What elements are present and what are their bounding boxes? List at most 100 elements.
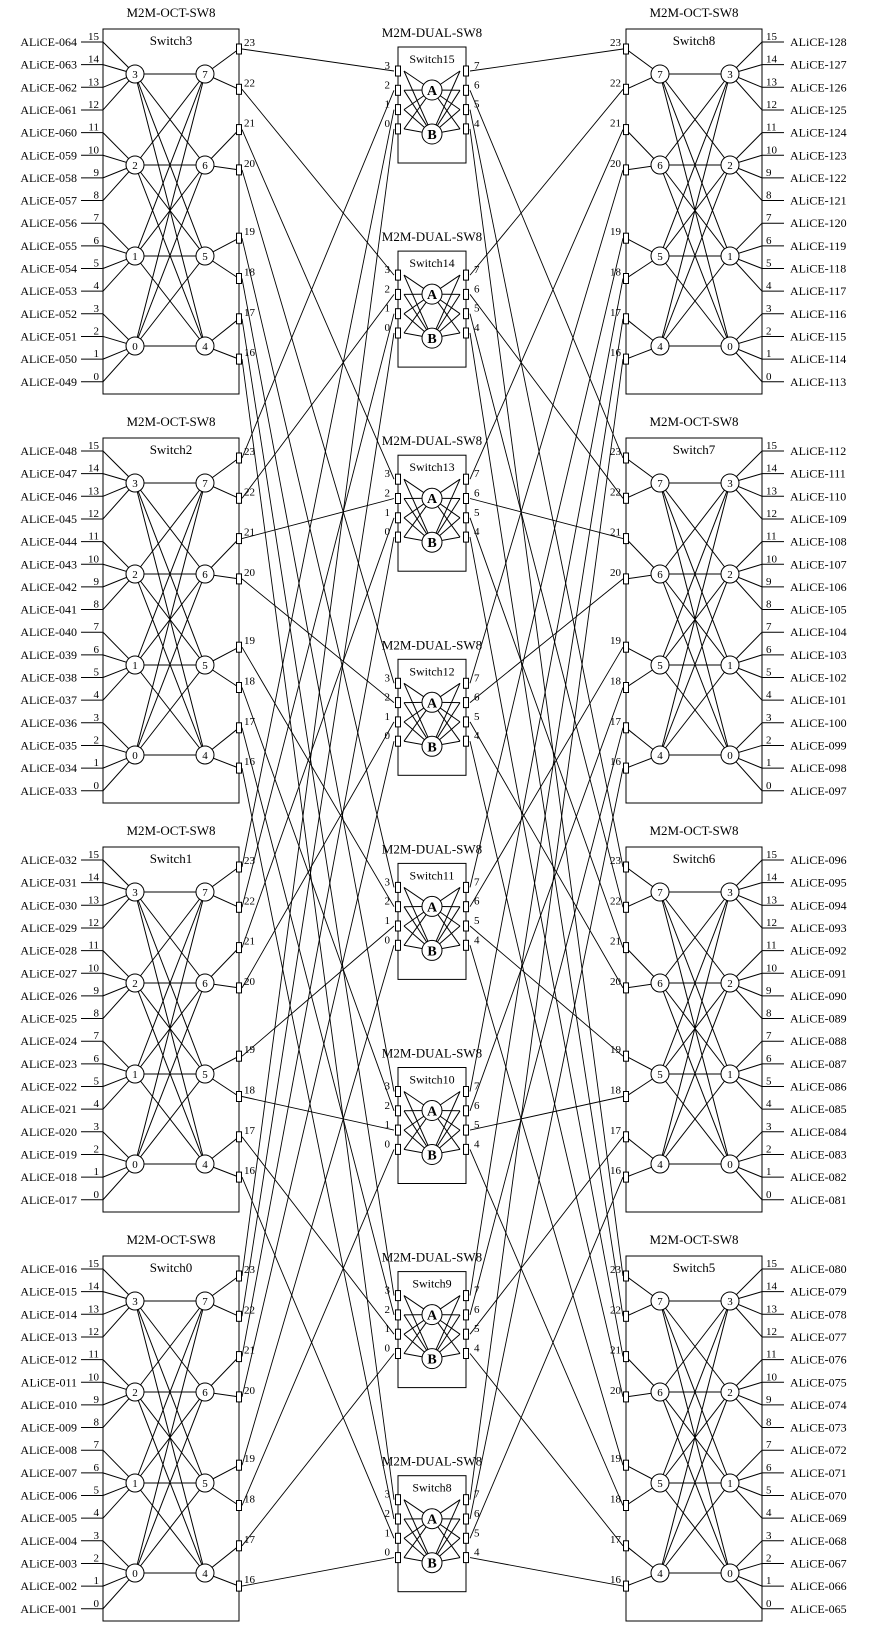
port-number: 15	[88, 1258, 100, 1270]
uplink-number: 21	[244, 1345, 255, 1357]
host-label: ALiCE-011	[21, 1375, 77, 1389]
port-number: 10	[766, 553, 778, 565]
switch-node	[125, 246, 145, 266]
port-number: 1	[385, 1527, 391, 1539]
port-number: 8	[94, 1417, 100, 1429]
switch-type-label: M2M-OCT-SW8	[126, 1232, 215, 1247]
node-label: 3	[132, 887, 138, 899]
switch-box	[625, 1255, 763, 1622]
port-number: 2	[385, 1100, 391, 1112]
network-link	[241, 278, 395, 1092]
port-number: 13	[88, 894, 100, 906]
port-number: 2	[766, 1552, 772, 1564]
host-label: ALiCE-046	[20, 489, 77, 503]
port-number: 4	[766, 1098, 772, 1110]
node-label: 3	[727, 887, 733, 899]
uplink-port	[623, 164, 629, 176]
port-number: 8	[766, 1008, 772, 1020]
node-label: 7	[657, 1296, 663, 1308]
host-label: ALiCE-095	[790, 876, 847, 890]
host-label: ALiCE-040	[20, 625, 77, 639]
switch-node	[720, 1154, 740, 1174]
host-label: ALiCE-099	[790, 738, 847, 752]
port-number: 4	[474, 934, 480, 946]
port-number: 3	[385, 60, 391, 72]
node-label: 2	[727, 978, 733, 990]
node-label: A	[427, 1105, 438, 1120]
port-number: 15	[766, 31, 778, 43]
port-number: 4	[94, 1507, 100, 1519]
internal-link	[134, 1300, 206, 1574]
port-number: 15	[766, 1258, 778, 1270]
port-number: 1	[766, 1166, 772, 1178]
port-number: 11	[766, 531, 777, 543]
port-number: 5	[94, 667, 100, 679]
node-label: 3	[132, 1296, 138, 1308]
node-label: 2	[132, 978, 138, 990]
switch-node	[650, 564, 670, 584]
port-number: 15	[88, 849, 100, 861]
host-label: ALiCE-018	[20, 1170, 77, 1184]
uplink-number: 17	[610, 307, 622, 319]
port-number: 14	[766, 1281, 778, 1293]
port-number: 12	[766, 1326, 777, 1338]
uplink-number: 17	[610, 1534, 622, 1546]
switch-node	[195, 1382, 215, 1402]
port-number: 5	[474, 507, 480, 519]
port-number: 11	[766, 940, 777, 952]
port-number: 15	[88, 31, 100, 43]
internal-link	[134, 1300, 206, 1484]
network-link	[469, 1353, 624, 1547]
port-number: 7	[766, 212, 772, 224]
uplink-port	[623, 1459, 629, 1471]
port-number: 3	[766, 1530, 772, 1542]
node-label: 1	[132, 1478, 138, 1490]
switch-node	[125, 882, 145, 902]
switch-node	[421, 1144, 443, 1165]
switch-type-label: M2M-OCT-SW8	[126, 5, 215, 20]
host-label: ALiCE-092	[790, 944, 847, 958]
internal-link	[134, 891, 206, 1165]
network-link	[241, 578, 395, 703]
internal-link	[403, 70, 433, 135]
host-label: ALiCE-022	[20, 1080, 77, 1094]
octal-switch: M2M-OCT-SW8Switch115ALiCE-03214ALiCE-031…	[20, 823, 256, 1213]
port-number: 2	[94, 1143, 100, 1155]
host-label: ALiCE-084	[790, 1125, 847, 1139]
host-label: ALiCE-016	[20, 1262, 77, 1276]
network-link	[241, 517, 395, 948]
port	[463, 1494, 469, 1506]
internal-link	[134, 73, 206, 257]
network-link	[469, 169, 624, 684]
host-label: ALiCE-007	[20, 1466, 77, 1480]
network-link	[469, 129, 624, 480]
port-number: 3	[385, 1285, 391, 1297]
port-number: 10	[88, 553, 100, 565]
internal-link	[659, 1300, 731, 1393]
port-number: 1	[766, 348, 772, 360]
internal-link	[659, 982, 731, 1165]
node-label: 5	[202, 251, 208, 263]
switch-node	[650, 1064, 670, 1084]
port-number: 5	[766, 1076, 772, 1088]
host-label: ALiCE-035	[20, 738, 77, 752]
port-number: 8	[766, 1417, 772, 1429]
port-number: 13	[766, 76, 778, 88]
port-number: 6	[474, 79, 480, 91]
port	[395, 288, 401, 300]
host-label: ALiCE-119	[790, 239, 846, 253]
network-link	[469, 1136, 624, 1335]
switch-node	[720, 655, 740, 675]
uplink-number: 23	[610, 37, 622, 49]
node-label: 3	[727, 478, 733, 490]
port	[463, 1552, 469, 1564]
internal-link	[134, 664, 206, 756]
port	[463, 493, 469, 504]
port-number: 0	[385, 1343, 391, 1355]
uplink-port	[236, 83, 242, 95]
switch-type-label: M2M-DUAL-SW8	[382, 841, 482, 856]
uplink-port	[623, 861, 629, 873]
network-link	[241, 169, 395, 684]
uplink-number: 18	[610, 1085, 622, 1097]
